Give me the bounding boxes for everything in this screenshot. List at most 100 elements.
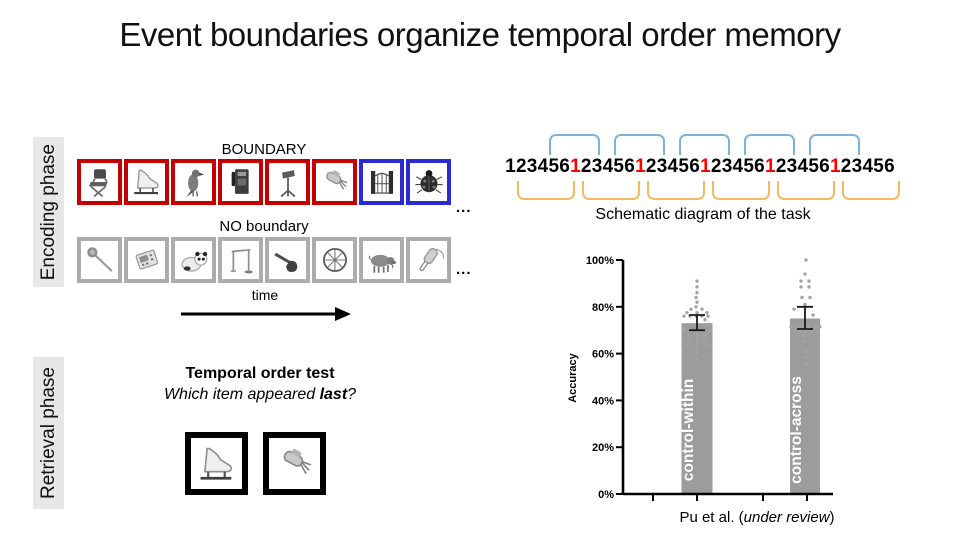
sequence-digit: 4 — [732, 156, 744, 177]
data-point — [813, 324, 817, 329]
data-point — [795, 334, 799, 338]
data-point — [695, 285, 699, 289]
data-point — [688, 337, 692, 342]
data-point — [707, 322, 711, 327]
sequence-digit: 4 — [797, 156, 809, 177]
boundary-digit: 1 — [570, 156, 581, 177]
citation: Pu et al. (under review) — [679, 509, 835, 526]
y-tick-label: 40% — [592, 395, 614, 407]
time-arrow — [181, 307, 351, 321]
data-point — [705, 310, 709, 315]
sequence-digit: 2 — [580, 156, 592, 177]
across-boundary-bracket — [744, 134, 795, 155]
choice-ice-skate — [185, 432, 248, 495]
data-point — [801, 334, 805, 338]
stimulus-item-hand-blender — [406, 237, 451, 283]
sequence-digit: 2 — [775, 156, 787, 177]
ice-skate-icon — [133, 169, 159, 195]
data-point — [804, 258, 808, 262]
wagon-wheel-icon — [322, 248, 347, 272]
data-point — [803, 340, 807, 344]
boundary-digit: 1 — [700, 156, 711, 177]
error-bar-control-across — [797, 305, 813, 330]
bar-control-across — [790, 318, 820, 494]
no-boundary-caption: NO boundary — [219, 218, 309, 235]
data-point — [811, 313, 815, 317]
stimulus-item-ladybug — [406, 159, 451, 205]
data-point — [682, 314, 686, 318]
y-axis-label: Accuracy — [567, 352, 579, 402]
bar-control-within — [681, 323, 713, 494]
stimulus-item-hand-mixer — [312, 159, 357, 205]
sequence-digit: 1 — [505, 156, 516, 177]
within-event-bracket — [516, 181, 575, 200]
data-point — [695, 310, 699, 315]
hand-blender-icon — [418, 248, 444, 272]
data-point — [807, 285, 811, 289]
across-boundary-bracket — [549, 134, 600, 155]
sequence-digit: 3 — [786, 156, 798, 177]
schematic-caption: Schematic diagram of the task — [595, 206, 811, 223]
data-point — [804, 329, 808, 334]
data-point — [807, 279, 811, 283]
data-point — [705, 342, 709, 346]
boundary-row-ellipsis: ... — [456, 199, 472, 216]
data-point — [695, 333, 699, 337]
data-point — [694, 295, 698, 300]
sequence-digit: 2 — [645, 156, 657, 177]
bar-label-control-within: control-within — [680, 379, 697, 481]
sequence-digit: 6 — [559, 156, 570, 177]
data-point — [700, 307, 704, 311]
data-point — [816, 329, 820, 334]
boundary-items-row — [77, 159, 451, 205]
data-point — [694, 305, 698, 309]
data-point — [708, 328, 712, 332]
data-point — [703, 317, 707, 322]
boundary-digit: 1 — [635, 156, 646, 177]
chair-icon — [88, 169, 108, 198]
calculator-icon — [135, 249, 158, 270]
stimulus-item-panda — [171, 237, 216, 283]
sequence-digit: 3 — [656, 156, 668, 177]
data-point — [803, 355, 807, 359]
y-tick-label: 100% — [586, 255, 614, 267]
data-point — [792, 329, 796, 334]
data-point — [688, 333, 692, 337]
sequence-digit: 5 — [678, 156, 689, 177]
sequence-digit: 5 — [873, 156, 884, 177]
data-point — [695, 347, 699, 351]
stimulus-item-gate — [359, 159, 404, 205]
stimulus-item-ice-skate — [124, 159, 169, 205]
data-point — [803, 272, 807, 276]
sequence-digit: 4 — [862, 156, 874, 177]
within-event-bracket — [776, 181, 835, 200]
data-point — [685, 342, 689, 346]
across-boundary-bracket — [614, 134, 665, 155]
sequence-digit: 3 — [526, 156, 538, 177]
data-point — [807, 324, 811, 329]
data-point — [810, 329, 814, 334]
clothes-rack-icon — [229, 248, 253, 274]
sequence-digit: 3 — [851, 156, 863, 177]
data-point — [695, 351, 699, 356]
data-point — [789, 324, 793, 329]
time-label: time — [251, 287, 279, 303]
boar-icon — [368, 254, 396, 273]
stimulus-item-pipe — [265, 237, 310, 283]
ice-skate-icon — [200, 447, 232, 480]
sequence-digit: 6 — [754, 156, 765, 177]
data-point — [695, 357, 699, 362]
sequence-digit: 5 — [613, 156, 624, 177]
test-question: Which item appeared last? — [163, 386, 357, 403]
encoding-phase-label: Encoding phase — [33, 137, 64, 287]
stimulus-item-wagon-wheel — [312, 237, 357, 283]
data-point — [702, 337, 706, 342]
data-point — [807, 334, 811, 338]
payphone-icon — [231, 169, 249, 194]
choice-hand-mixer — [263, 432, 326, 495]
sequence-digit: 2 — [710, 156, 722, 177]
y-tick-label: 20% — [592, 442, 614, 454]
data-point — [795, 324, 799, 329]
sequence-digit: 6 — [624, 156, 635, 177]
